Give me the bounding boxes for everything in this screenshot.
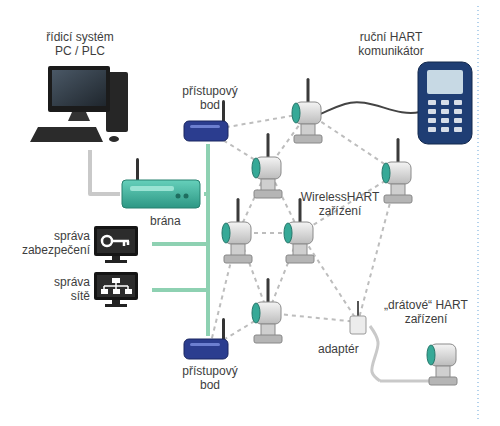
wired-hart-device xyxy=(427,344,457,385)
component-node: ruční HART komunikátor xyxy=(345,28,473,144)
pc-mouse xyxy=(109,136,119,142)
communicator-cable xyxy=(320,102,420,114)
key xyxy=(428,109,436,114)
key xyxy=(454,127,462,132)
communicator-keypad xyxy=(428,100,462,132)
group-label: WirelessHART zařízení xyxy=(292,190,388,218)
security-monitor-icon xyxy=(94,226,138,263)
component-label: adaptér xyxy=(318,342,370,356)
component-label: přístupový bod xyxy=(177,84,243,112)
component-label: ruční HART komunikátor xyxy=(345,30,437,58)
gateway-led xyxy=(184,194,189,199)
antenna xyxy=(222,318,225,340)
component-node: správa zabezpečení xyxy=(18,222,152,266)
network-symbol xyxy=(104,283,128,289)
key-symbol xyxy=(102,236,112,246)
gateway-strip xyxy=(130,186,174,191)
component-node: přístupový bod xyxy=(180,336,240,396)
communicator-body xyxy=(418,62,472,144)
wirelesshart-device xyxy=(222,198,252,263)
monitor-base xyxy=(105,260,127,263)
wirelesshart-device xyxy=(292,78,322,143)
pc-screen xyxy=(52,70,106,106)
key xyxy=(441,109,449,114)
component-node: správa sítě xyxy=(18,270,152,310)
component-node: „drátové“ HART zařízení xyxy=(380,296,472,396)
component-label: správa zabezpečení xyxy=(18,229,90,257)
component-node: brána xyxy=(120,158,204,230)
cable xyxy=(380,380,430,383)
component-node: řídicí systém PC / PLC xyxy=(28,28,132,150)
monitor-screen xyxy=(97,229,135,253)
key xyxy=(428,100,436,105)
key xyxy=(454,118,462,123)
network-symbol xyxy=(101,289,108,294)
communicator-screen xyxy=(427,70,463,94)
mesh-links xyxy=(210,113,398,348)
access-point-body xyxy=(184,339,228,359)
key-symbol xyxy=(112,241,129,246)
access-point-strip xyxy=(190,343,220,346)
adapter-illustration xyxy=(350,301,366,334)
component-label: „drátové“ HART zařízení xyxy=(380,298,472,326)
pc-monitor xyxy=(48,66,110,112)
handheld-communicator xyxy=(418,62,472,144)
monitor-screen xyxy=(97,275,135,297)
component-node: adaptér xyxy=(318,312,370,358)
key xyxy=(441,118,449,123)
monitor-frame xyxy=(94,272,138,300)
key xyxy=(428,127,436,132)
network-monitor-icon xyxy=(94,272,138,307)
access-point-body xyxy=(184,121,228,141)
connector-line xyxy=(90,150,120,194)
network-symbol xyxy=(112,278,120,283)
network-symbol xyxy=(113,289,120,294)
monitor-stand xyxy=(112,300,120,304)
mesh-link xyxy=(300,233,358,322)
wirelesshart-device xyxy=(252,133,282,198)
component-label: řídicí systém PC / PLC xyxy=(40,30,120,58)
component-label: přístupový bod xyxy=(177,364,243,392)
monitor-frame xyxy=(94,226,138,256)
wirelesshart-device xyxy=(382,138,412,203)
access-point-strip xyxy=(190,125,220,128)
key xyxy=(454,100,462,105)
separator-line xyxy=(477,6,479,420)
gateway-led xyxy=(176,194,181,199)
connector-line xyxy=(370,326,380,381)
adapter-body xyxy=(350,316,366,334)
monitor-base xyxy=(105,304,127,307)
key xyxy=(441,100,449,105)
key xyxy=(428,118,436,123)
pc-keyboard xyxy=(30,127,103,142)
wirelesshart-device xyxy=(284,198,314,263)
network-symbol xyxy=(125,289,132,294)
component-node: přístupový bod xyxy=(180,84,240,144)
key xyxy=(441,127,449,132)
key xyxy=(454,109,462,114)
connector-line xyxy=(204,144,208,194)
monitor-stand xyxy=(112,256,120,260)
antenna xyxy=(222,100,225,122)
gateway-body xyxy=(122,180,200,208)
component-label: brána xyxy=(150,214,200,228)
wirelesshart-device xyxy=(252,278,282,343)
connector-line xyxy=(152,194,208,290)
pc-illustration xyxy=(30,66,128,142)
component-label: správa sítě xyxy=(40,275,90,303)
pc-stand xyxy=(68,112,90,121)
antenna xyxy=(136,158,139,182)
antenna xyxy=(357,301,359,317)
gateway-illustration xyxy=(122,158,200,208)
